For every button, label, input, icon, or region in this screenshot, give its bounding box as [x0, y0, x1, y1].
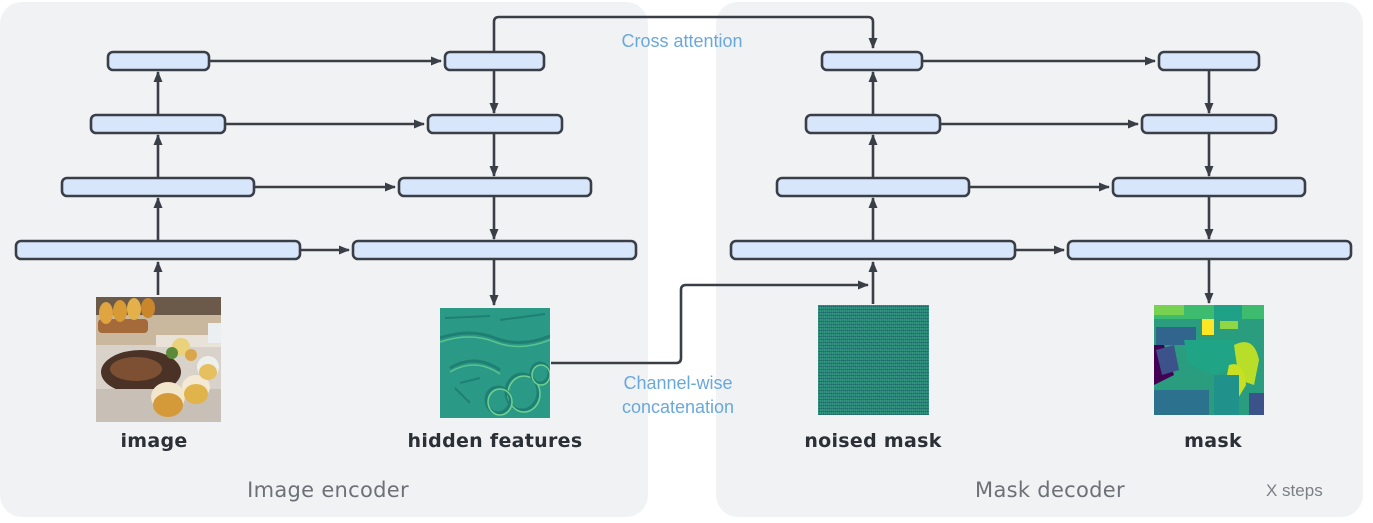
- encoder-down-block-1: [14, 239, 302, 261]
- blocks: [14, 50, 1353, 261]
- encoder-up-block-2: [426, 113, 564, 135]
- decoder-down-block-2: [775, 176, 971, 198]
- encoder-down-block-3: [89, 113, 227, 135]
- hidden-features-label: hidden features: [407, 430, 583, 452]
- cross-attention-arrow: [492, 15, 878, 51]
- decoder-down-block-1: [729, 239, 1017, 261]
- noised-mask-thumbnail: [818, 305, 929, 415]
- mask-label: mask: [1184, 430, 1242, 452]
- input-image-thumbnail: [96, 297, 221, 422]
- decoder-up-block-1: [1157, 50, 1261, 72]
- decoder-up-block-4: [1066, 239, 1353, 261]
- encoder-down-block-4: [106, 50, 211, 72]
- steps-label: X steps: [1266, 481, 1323, 500]
- mask-decoder-title: Mask decoder: [975, 478, 1125, 502]
- channel-wise-concatenation-label: Channel-wise concatenation: [621, 373, 735, 417]
- decoder-down-block-3: [804, 113, 942, 135]
- decoder-down-block-4: [820, 50, 924, 72]
- encoder-up-block-4: [351, 239, 638, 261]
- image-encoder-title: Image encoder: [247, 478, 409, 502]
- decoder-up-block-2: [1140, 113, 1278, 135]
- mask-thumbnail: [1154, 305, 1264, 415]
- image-label: image: [120, 430, 188, 452]
- decoder-up-block-3: [1111, 176, 1307, 198]
- encoder-up-block-1: [443, 50, 546, 72]
- arrows: [153, 15, 1214, 365]
- encoder-down-block-2: [60, 176, 256, 198]
- hidden-features-thumbnail: [440, 308, 550, 418]
- concat-arrow: [551, 280, 869, 365]
- encoder-up-block-3: [397, 176, 593, 198]
- cross-attention-label: Cross attention: [621, 31, 743, 51]
- noised-mask-label: noised mask: [804, 430, 942, 452]
